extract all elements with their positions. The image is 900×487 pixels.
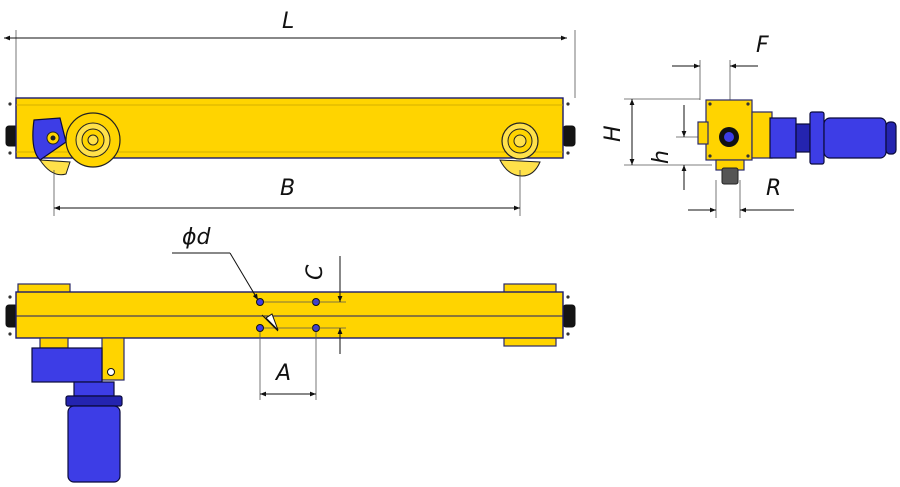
top-motor [67,405,121,483]
dimension-H-label: H [601,125,626,142]
dimension-F-label: F [756,33,769,58]
side-buffer [721,167,739,185]
top-gearbox [31,347,103,383]
side-view: F H h R [601,33,897,218]
right-buffer-top [562,304,576,328]
top-beam [15,291,564,339]
top-view: ϕd C A [5,225,576,483]
front-view: L B [4,9,576,216]
bolt-hole [256,324,264,332]
dimension-C-label: C [303,264,328,280]
bolt-hole [256,298,264,306]
dimension-d-label: ϕd [182,225,212,250]
right-buffer-front [562,125,576,147]
dimension-B-label: B [280,176,295,201]
dimension-R-label: R [766,176,781,201]
side-motor-flange [769,117,797,159]
dimension-h-label: h [649,150,674,164]
dimension-L-label: L [282,9,294,34]
side-motor [823,117,887,159]
dimension-A-label: A [274,361,291,386]
